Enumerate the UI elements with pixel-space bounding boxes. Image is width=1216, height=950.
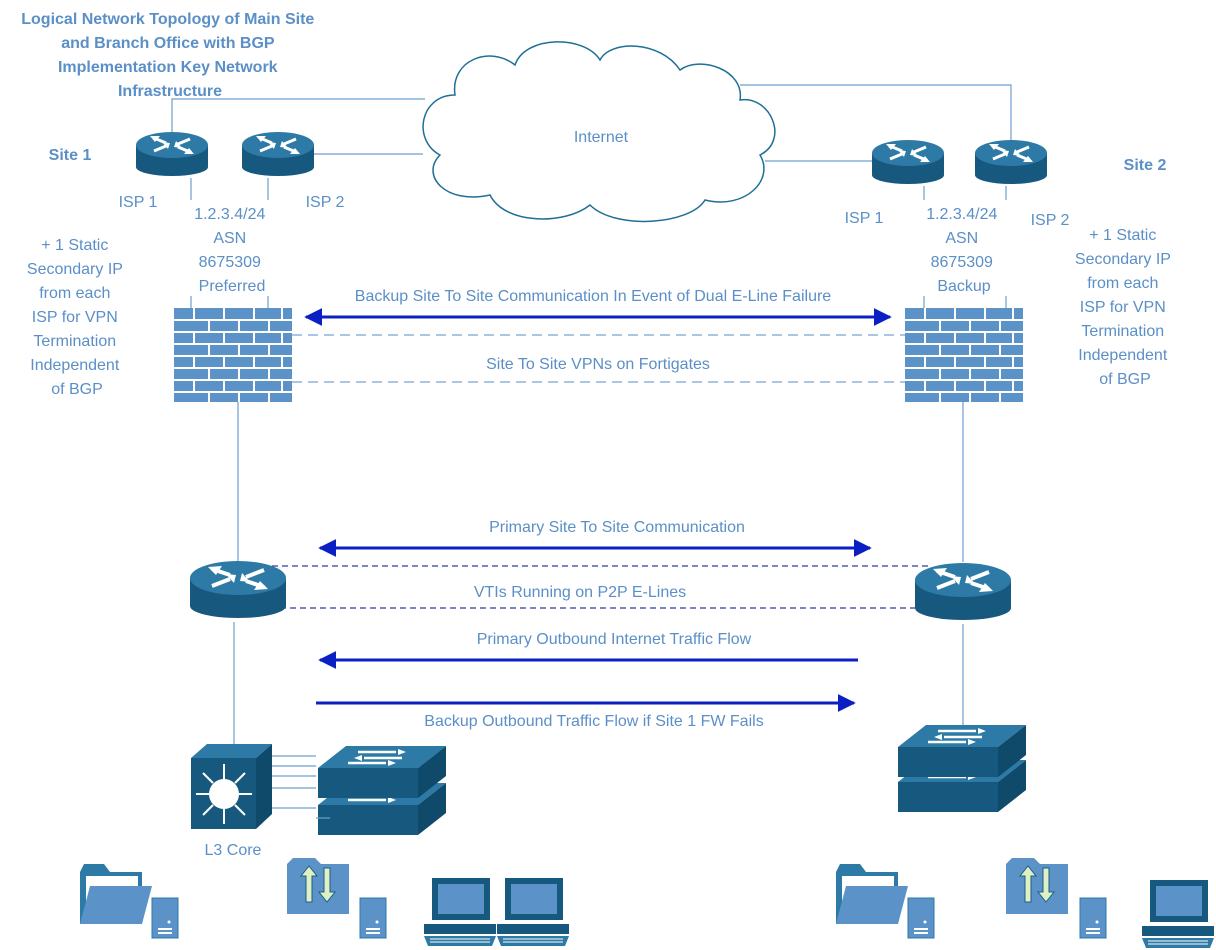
bgp-line: 8675309 bbox=[931, 254, 993, 271]
server-tower-icon bbox=[151, 897, 179, 939]
server-tower-icon bbox=[359, 897, 387, 939]
site1-firewall bbox=[173, 307, 293, 403]
vti-label: VTIs Running on P2P E-Lines bbox=[474, 584, 686, 601]
primary-outbound-label: Primary Outbound Internet Traffic Flow bbox=[477, 631, 752, 648]
bgp-line: ASN bbox=[945, 230, 978, 247]
workstation-icon bbox=[1141, 879, 1215, 949]
site2-label: Site 2 bbox=[1124, 157, 1167, 174]
site1-isp2-label: ISP 2 bbox=[306, 194, 345, 211]
bgp-line: Preferred bbox=[199, 278, 266, 295]
note-line: of BGP bbox=[1099, 371, 1151, 388]
site2-firewall bbox=[904, 307, 1024, 403]
site2-switch-top bbox=[896, 723, 1028, 779]
site1-note: + 1 Static Secondary IP from each ISP fo… bbox=[27, 237, 127, 398]
file-transfer-icon bbox=[1005, 857, 1069, 915]
file-server-icon bbox=[836, 864, 908, 924]
site1-isp1-router bbox=[134, 130, 210, 178]
note-line: of BGP bbox=[51, 381, 103, 398]
file-server-icon bbox=[80, 864, 152, 924]
cloud-icon bbox=[422, 41, 776, 223]
cloud-label: Internet bbox=[574, 129, 629, 146]
note-line: ISP for VPN bbox=[32, 309, 118, 326]
diagram-title: Logical Network Topology of Main Site an… bbox=[21, 11, 319, 100]
backup-fw-label: Backup Site To Site Communication In Eve… bbox=[355, 288, 831, 305]
bgp-line: 1.2.3.4/24 bbox=[926, 206, 997, 223]
site2-bgp-info: 1.2.3.4/24 ASN 8675309 Backup bbox=[926, 206, 1002, 295]
backup-outbound-label: Backup Outbound Traffic Flow if Site 1 F… bbox=[424, 713, 763, 730]
vpn-label: Site To Site VPNs on Fortigates bbox=[486, 356, 710, 373]
file-transfer-icon bbox=[286, 857, 350, 915]
note-line: Independent bbox=[30, 357, 120, 374]
note-line: from each bbox=[39, 285, 110, 302]
site1-bgp-info: 1.2.3.4/24 ASN 8675309 Preferred bbox=[194, 206, 270, 295]
note-line: from each bbox=[1087, 275, 1158, 292]
note-line: Termination bbox=[33, 333, 116, 350]
site2-core-router bbox=[913, 561, 1013, 622]
note-line: + 1 Static bbox=[1089, 227, 1156, 244]
site2-isp2-router bbox=[973, 138, 1049, 186]
site1-isp1-label: ISP 1 bbox=[119, 194, 158, 211]
bgp-line: Backup bbox=[937, 278, 990, 295]
note-line: Secondary IP bbox=[27, 261, 123, 278]
core-switch-links bbox=[272, 755, 316, 809]
bgp-line: 8675309 bbox=[199, 254, 261, 271]
title-line: Logical Network Topology of Main Site bbox=[21, 11, 314, 28]
bgp-line: 1.2.3.4/24 bbox=[194, 206, 265, 223]
bgp-line: ASN bbox=[213, 230, 246, 247]
site1-label: Site 1 bbox=[49, 147, 92, 164]
core-label: L3 Core bbox=[205, 842, 262, 859]
l3-core-switch bbox=[191, 744, 272, 829]
note-line: Independent bbox=[1078, 347, 1168, 364]
site1-switch-top bbox=[316, 744, 448, 800]
internet-cloud: Internet bbox=[422, 41, 776, 223]
site2-bgp-bg bbox=[922, 200, 1008, 296]
server-tower-icon bbox=[907, 897, 935, 939]
title-line: Infrastructure bbox=[118, 83, 222, 100]
site2-note: + 1 Static Secondary IP from each ISP fo… bbox=[1075, 227, 1175, 388]
note-line: Secondary IP bbox=[1075, 251, 1171, 268]
note-line: Termination bbox=[1081, 323, 1164, 340]
note-line: ISP for VPN bbox=[1080, 299, 1166, 316]
site1-isp2-router bbox=[240, 130, 316, 178]
isp2-site2-link bbox=[740, 84, 1012, 142]
site2-isp1-router bbox=[870, 138, 946, 186]
server-tower-icon bbox=[1079, 897, 1107, 939]
workstation-icon bbox=[496, 877, 570, 947]
site2-isp1-label: ISP 1 bbox=[845, 210, 884, 227]
note-line: + 1 Static bbox=[41, 237, 108, 254]
title-line: Implementation Key Network bbox=[58, 59, 278, 76]
workstation-icon bbox=[423, 877, 497, 947]
isp1-site1-link bbox=[171, 98, 425, 132]
primary-label: Primary Site To Site Communication bbox=[489, 519, 745, 536]
site2-isp2-label: ISP 2 bbox=[1031, 212, 1070, 229]
site1-core-router bbox=[188, 559, 288, 620]
title-line: and Branch Office with BGP bbox=[61, 35, 275, 52]
site1-bgp-bg bbox=[188, 200, 272, 296]
